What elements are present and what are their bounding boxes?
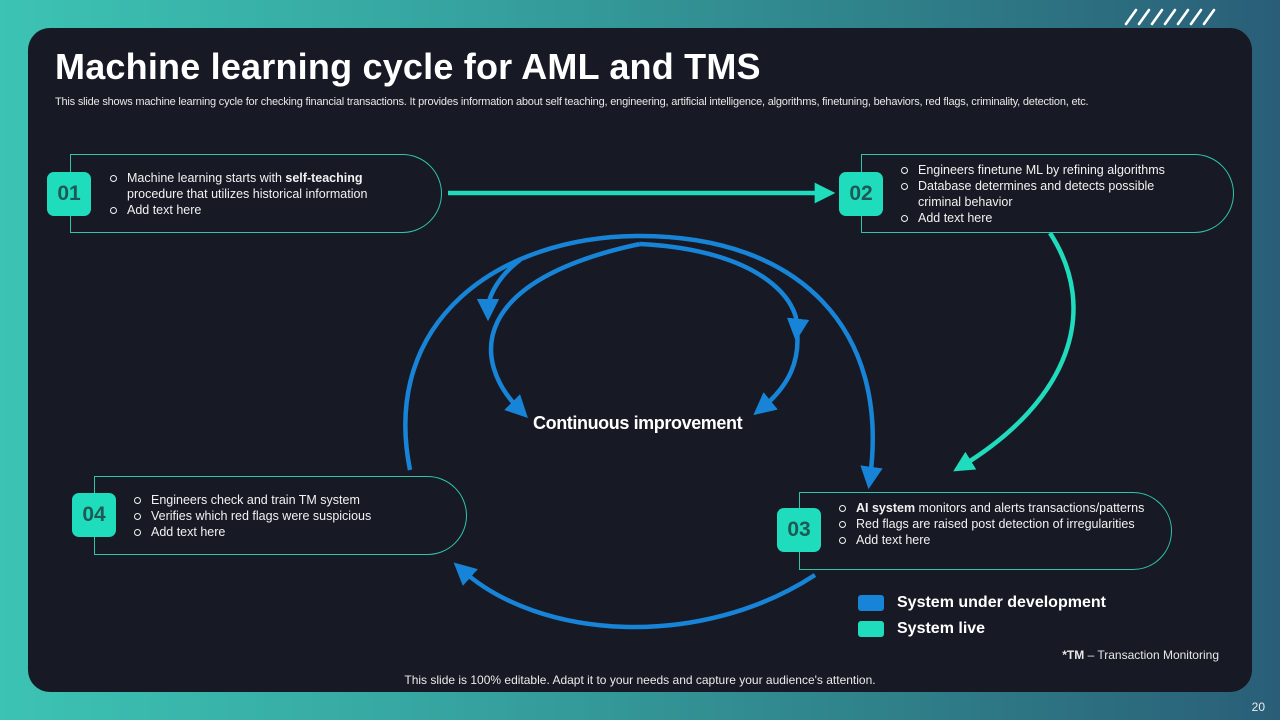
- bullet-icon: [134, 529, 141, 536]
- content-panel: [28, 28, 1252, 692]
- step-card-01: Machine learning starts with self-teachi…: [70, 154, 442, 233]
- step-card-04: Engineers check and train TM system Veri…: [94, 476, 467, 555]
- bullet-icon: [839, 505, 846, 512]
- center-label: Continuous improvement: [533, 413, 743, 433]
- bullet-icon: [839, 521, 846, 528]
- bullet-icon: [901, 215, 908, 222]
- arrow-04-to-03-outer-arc: [403, 233, 883, 490]
- bullet-icon: [839, 537, 846, 544]
- arrow-inner-right: [639, 241, 810, 342]
- bullet-icon: [110, 207, 117, 214]
- step-badge-03: 03: [777, 508, 821, 552]
- legend-item-development: System under development: [858, 590, 1106, 616]
- bullet-icon: [110, 175, 117, 182]
- page-title: Machine learning cycle for AML and TMS: [55, 46, 761, 87]
- step-02-item: Engineers finetune ML by refining algori…: [896, 162, 1196, 178]
- arrow-inner-right-lower: [753, 329, 800, 416]
- page-number: 20: [1251, 700, 1265, 714]
- arrow-inner-left-head: [476, 258, 522, 322]
- arrow-inner-left: [488, 241, 641, 418]
- arrow-02-to-03: [953, 231, 1076, 472]
- footnote: *TM – Transaction Monitoring: [1062, 648, 1219, 662]
- legend-item-live: System live: [858, 616, 1106, 642]
- decorative-slashes: [1124, 8, 1216, 26]
- slide-description: This slide shows machine learning cycle …: [55, 96, 1089, 108]
- legend-swatch-development: [858, 595, 884, 611]
- step-03-item: Add text here: [834, 532, 1154, 548]
- step-badge-01: 01: [47, 172, 91, 216]
- step-02-item: Add text here: [896, 210, 1196, 226]
- step-04-item: Add text here: [129, 524, 439, 540]
- bullet-icon: [134, 513, 141, 520]
- step-04-item: Verifies which red flags were suspicious: [129, 508, 439, 524]
- bullet-icon: [901, 183, 908, 190]
- bullet-icon: [134, 497, 141, 504]
- step-card-03: AI system monitors and alerts transactio…: [799, 492, 1172, 570]
- bullet-icon: [901, 167, 908, 174]
- step-01-item: Add text here: [105, 202, 405, 218]
- arrow-03-to-04: [453, 562, 817, 630]
- step-03-item: AI system monitors and alerts transactio…: [834, 500, 1154, 516]
- step-badge-04: 04: [72, 493, 116, 537]
- step-01-item: Machine learning starts with self-teachi…: [105, 170, 405, 202]
- step-02-item: Database determines and detects possible…: [896, 178, 1196, 210]
- step-card-02: Engineers finetune ML by refining algori…: [861, 154, 1234, 233]
- slide-footer: This slide is 100% editable. Adapt it to…: [404, 673, 876, 687]
- step-04-item: Engineers check and train TM system: [129, 492, 439, 508]
- legend-swatch-live: [858, 621, 884, 637]
- step-badge-02: 02: [839, 172, 883, 216]
- step-03-item: Red flags are raised post detection of i…: [834, 516, 1154, 532]
- legend: System under development System live: [858, 590, 1106, 642]
